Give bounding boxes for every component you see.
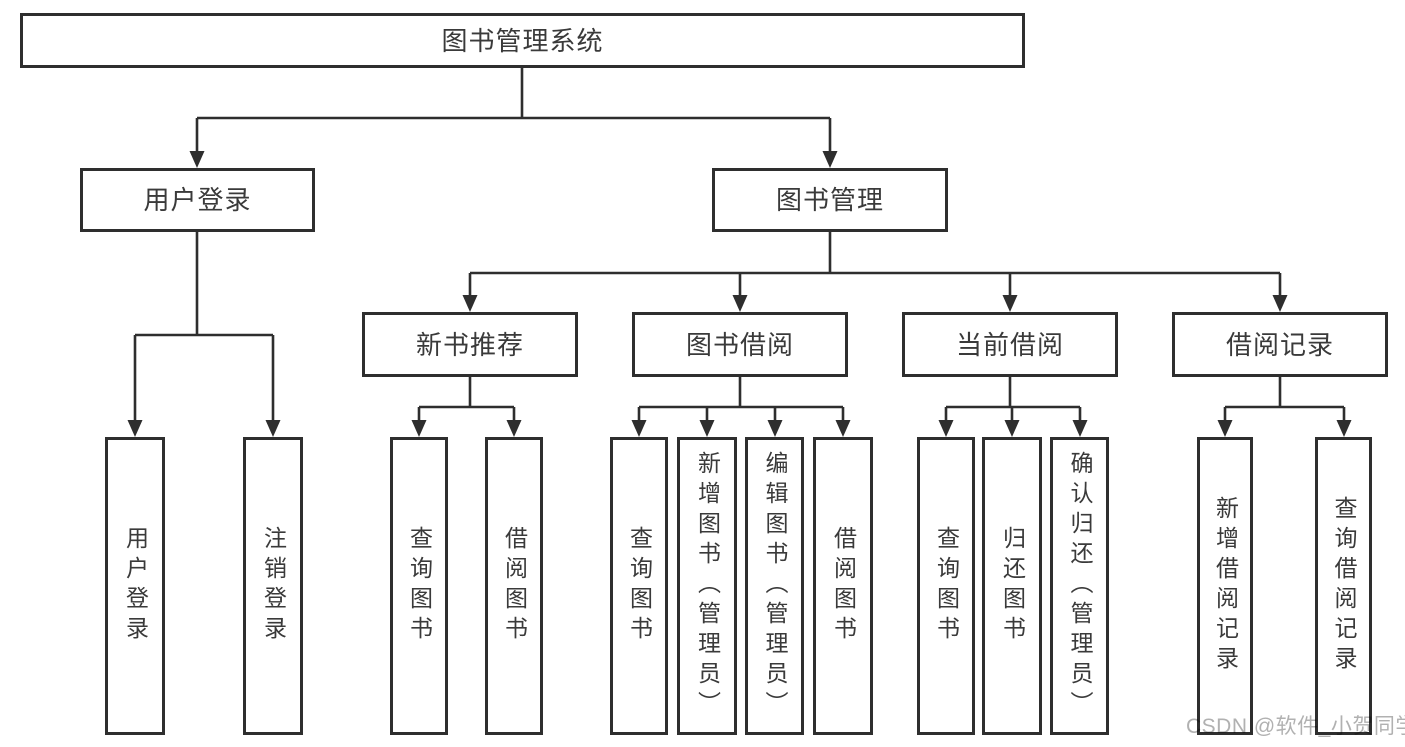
node-label: 图书借阅: [685, 329, 794, 360]
leaf-label: 查询图书: [933, 526, 960, 646]
node-label: 用户登录: [143, 185, 252, 215]
connector-book-management-to-level3: [462, 232, 1288, 312]
node-book-management: 图书管理: [712, 168, 948, 232]
connector-book-borrow-to-leaves: [631, 377, 851, 437]
leaf-user-login: 用户登录: [105, 437, 165, 735]
leaf-record-add-borrow-record: 新增借阅记录: [1197, 437, 1253, 735]
csdn-watermark: CSDN @软件_小贺同学: [1186, 715, 1405, 738]
leaf-label: 确认归还（管理员）: [1067, 451, 1093, 721]
leaf-label: 注销登录: [260, 526, 287, 646]
connector-root-to-level2: [189, 68, 838, 168]
node-label: 当前借阅: [955, 329, 1064, 360]
leaf-bookborrow-edit-book-admin: 编辑图书（管理员）: [745, 437, 804, 735]
leaf-currentborrow-confirm-return-admin: 确认归还（管理员）: [1050, 437, 1109, 735]
leaf-label: 查询图书: [406, 526, 433, 646]
leaf-label: 归还图书: [999, 526, 1026, 646]
leaf-record-query-borrow-record: 查询借阅记录: [1315, 437, 1372, 735]
leaf-logout: 注销登录: [243, 437, 303, 735]
node-new-book-recommend: 新书推荐: [362, 312, 578, 377]
node-label: 图书管理系统: [441, 25, 604, 56]
node-book-borrow: 图书借阅: [632, 312, 848, 377]
leaf-bookborrow-borrow-book: 借阅图书: [813, 437, 873, 735]
leaf-label: 新增借阅记录: [1212, 496, 1239, 676]
leaf-newbook-borrow-book: 借阅图书: [485, 437, 543, 735]
leaf-newbook-query-book: 查询图书: [390, 437, 448, 735]
connector-borrow-record-to-leaves: [1217, 377, 1352, 437]
node-borrow-record: 借阅记录: [1172, 312, 1388, 377]
connector-user-login-to-leaves: [127, 232, 281, 437]
leaf-label: 查询图书: [626, 526, 653, 646]
leaf-bookborrow-add-book-admin: 新增图书（管理员）: [677, 437, 737, 735]
node-library-management-system: 图书管理系统: [20, 13, 1025, 68]
node-user-login: 用户登录: [80, 168, 315, 232]
leaf-label: 查询借阅记录: [1331, 496, 1357, 676]
connector-new-book-to-leaves: [411, 377, 522, 437]
leaf-label: 编辑图书（管理员）: [762, 451, 788, 721]
node-current-borrow: 当前借阅: [902, 312, 1118, 377]
leaf-currentborrow-return-book: 归还图书: [982, 437, 1042, 735]
leaf-label: 借阅图书: [830, 526, 857, 646]
node-label: 新书推荐: [415, 329, 524, 360]
leaf-label: 用户登录: [122, 526, 149, 646]
leaf-bookborrow-query-book: 查询图书: [610, 437, 668, 735]
connector-current-borrow-to-leaves: [938, 377, 1088, 437]
node-label: 图书管理: [775, 185, 884, 215]
leaf-label: 新增图书（管理员）: [694, 451, 721, 721]
node-label: 借阅记录: [1225, 329, 1334, 360]
leaf-label: 借阅图书: [501, 526, 528, 646]
leaf-currentborrow-query-book: 查询图书: [917, 437, 975, 735]
